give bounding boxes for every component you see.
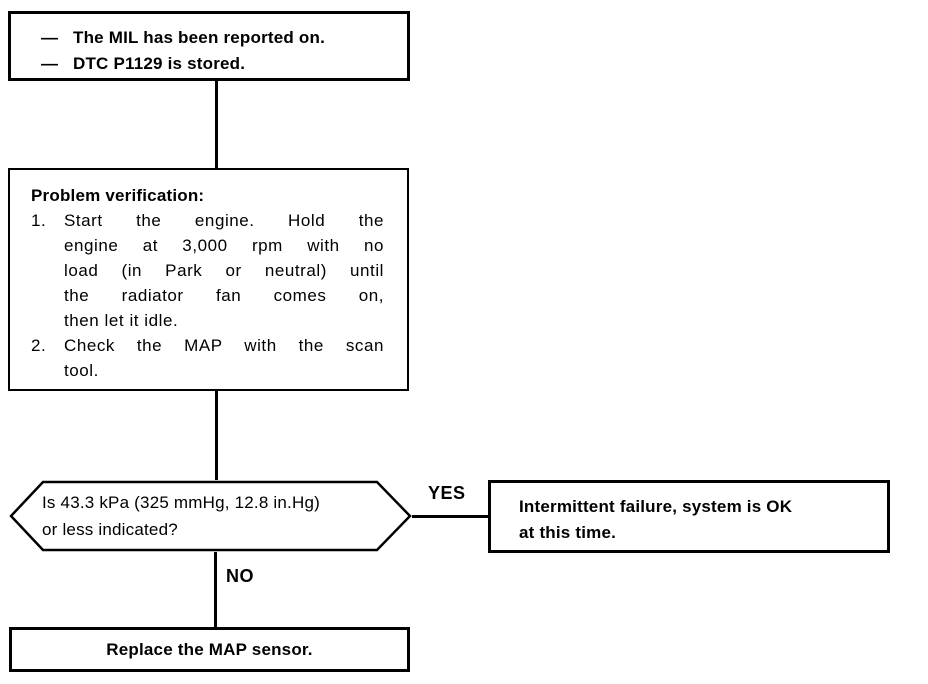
step-number: 2. bbox=[31, 336, 47, 355]
symptom-line: — The MIL has been reported on. bbox=[41, 25, 407, 51]
step-line: engine at 3,000 rpm with no bbox=[64, 236, 384, 255]
connector-symptom-to-verification bbox=[215, 81, 218, 168]
dash-bullet-icon: — bbox=[41, 54, 59, 73]
no-result-box: Replace the MAP sensor. bbox=[9, 627, 410, 672]
verification-box: Problem verification: 1. Start the engin… bbox=[8, 168, 409, 391]
yes-result-line: Intermittent failure, system is OK bbox=[519, 497, 793, 516]
symptom-text: DTC P1129 is stored. bbox=[73, 54, 246, 73]
step-text: Start the engine. Hold the engine at 3,0… bbox=[64, 208, 384, 333]
yes-result-box: Intermittent failure, system is OK at th… bbox=[488, 480, 890, 553]
decision-line: or less indicated? bbox=[42, 520, 178, 539]
decision-node: Is 43.3 kPa (325 mmHg, 12.8 in.Hg) or le… bbox=[7, 480, 413, 552]
no-branch-label: NO bbox=[226, 566, 254, 586]
symptom-line: — DTC P1129 is stored. bbox=[41, 51, 407, 77]
verification-heading: Problem verification: bbox=[31, 186, 205, 205]
step-line: tool. bbox=[64, 361, 99, 380]
connector-verification-to-decision bbox=[215, 391, 218, 480]
verification-step: 1. Start the engine. Hold the engine at … bbox=[31, 208, 385, 333]
step-line: load (in Park or neutral) until bbox=[64, 261, 384, 280]
connector-no-branch bbox=[214, 552, 217, 627]
hexagon-shape bbox=[9, 480, 412, 552]
decision-text: Is 43.3 kPa (325 mmHg, 12.8 in.Hg) or le… bbox=[42, 489, 392, 543]
step-line: the radiator fan comes on, bbox=[64, 286, 384, 305]
yes-result-line: at this time. bbox=[519, 523, 617, 542]
step-line: Check the MAP with the scan bbox=[64, 336, 384, 355]
connector-yes-branch bbox=[412, 515, 488, 518]
symptom-text: The MIL has been reported on. bbox=[73, 28, 326, 47]
yes-branch-label: YES bbox=[428, 483, 466, 503]
step-text: Check the MAP with the scan tool. bbox=[64, 333, 384, 383]
verification-step: 2. Check the MAP with the scan tool. bbox=[31, 333, 385, 383]
decision-line: Is 43.3 kPa (325 mmHg, 12.8 in.Hg) bbox=[42, 493, 320, 512]
step-number: 1. bbox=[31, 211, 47, 230]
dash-bullet-icon: — bbox=[41, 28, 59, 47]
step-line: then let it idle. bbox=[64, 311, 179, 330]
symptom-box: — The MIL has been reported on. — DTC P1… bbox=[8, 11, 410, 81]
step-line: Start the engine. Hold the bbox=[64, 211, 384, 230]
